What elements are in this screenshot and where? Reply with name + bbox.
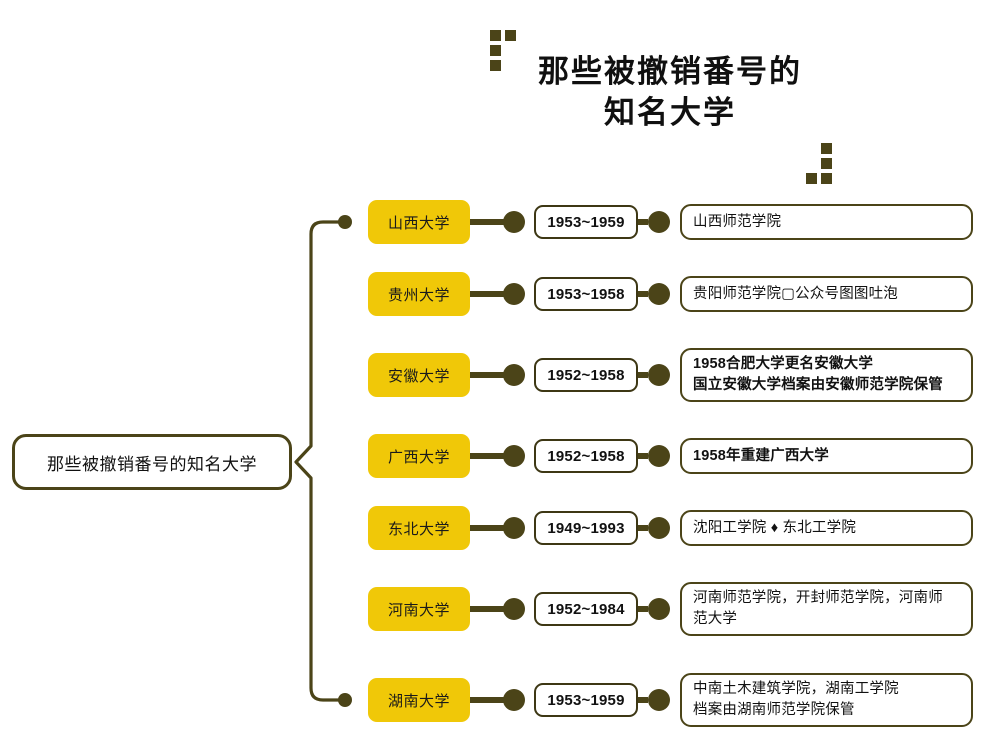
university-node-5[interactable]: 东北大学 [368,506,470,550]
connector-dot-period-3 [503,364,525,386]
university-node-label: 湖南大学 [388,690,450,711]
description-node-label: 中南土木建筑学院，湖南工学院 档案由湖南师范学院保管 [693,679,899,721]
period-node-1[interactable]: 1953~1959 [534,205,638,239]
description-node-4[interactable]: 1958年重建广西大学 [680,438,973,474]
pixel-square [490,30,501,41]
description-node-label: 山西师范学院 [693,212,781,233]
connector-dot-period-4 [503,445,525,467]
university-node-label: 安徽大学 [388,365,450,386]
connector-dot-desc-5 [648,517,670,539]
decorative-pixel-squares-top-left [490,30,520,72]
connector-dot-period-6 [503,598,525,620]
period-node-label: 1953~1959 [547,692,624,709]
period-node-label: 1953~1959 [547,214,624,231]
connector-dot-period-1 [503,211,525,233]
root-branch-bracket [296,222,345,700]
page-title-line-2: 知名大学 [500,93,840,134]
description-node-label: 1958年重建广西大学 [693,446,829,467]
period-node-6[interactable]: 1952~1984 [534,592,638,626]
branch-dot-bottom [338,693,352,707]
period-node-label: 1952~1958 [547,448,624,465]
decorative-pixel-squares-bottom-right [806,143,838,187]
connector-dot-desc-2 [648,283,670,305]
period-node-2[interactable]: 1953~1958 [534,277,638,311]
university-node-label: 贵州大学 [388,284,450,305]
description-node-3[interactable]: 1958合肥大学更名安徽大学 国立安徽大学档案由安徽师范学院保管 [680,348,973,402]
root-node[interactable]: 那些被撤销番号的知名大学 [12,434,292,490]
page-title-line-1: 那些被撤销番号的 [500,52,840,93]
connector-dot-desc-6 [648,598,670,620]
pixel-square [821,173,832,184]
pixel-square [490,60,501,71]
university-node-7[interactable]: 湖南大学 [368,678,470,722]
period-node-label: 1953~1958 [547,286,624,303]
connector-dot-period-7 [503,689,525,711]
description-node-1[interactable]: 山西师范学院 [680,204,973,240]
connector-dot-desc-3 [648,364,670,386]
connector-dot-period-5 [503,517,525,539]
connector-dot-desc-7 [648,689,670,711]
connector-dot-period-2 [503,283,525,305]
university-node-6[interactable]: 河南大学 [368,587,470,631]
description-node-label: 1958合肥大学更名安徽大学 国立安徽大学档案由安徽师范学院保管 [693,354,943,396]
root-node-label: 那些被撤销番号的知名大学 [47,450,257,475]
university-node-2[interactable]: 贵州大学 [368,272,470,316]
branch-dot-top [338,215,352,229]
period-node-7[interactable]: 1953~1959 [534,683,638,717]
connector-dot-desc-4 [648,445,670,467]
university-node-label: 山西大学 [388,212,450,233]
university-node-label: 河南大学 [388,599,450,620]
connector-dot-desc-1 [648,211,670,233]
pixel-square [505,30,516,41]
university-node-label: 东北大学 [388,518,450,539]
description-node-2[interactable]: 贵阳师范学院▢公众号图图吐泡 [680,276,973,312]
period-node-4[interactable]: 1952~1958 [534,439,638,473]
university-node-3[interactable]: 安徽大学 [368,353,470,397]
pixel-square [821,158,832,169]
university-node-1[interactable]: 山西大学 [368,200,470,244]
description-node-5[interactable]: 沈阳工学院 ♦ 东北工学院 [680,510,973,546]
period-node-label: 1952~1984 [547,601,624,618]
period-node-3[interactable]: 1952~1958 [534,358,638,392]
page-title: 那些被撤销番号的 知名大学 [500,52,840,134]
pixel-square [806,173,817,184]
description-node-label: 河南师范学院，开封师范学院，河南师 范大学 [693,588,943,630]
university-node-4[interactable]: 广西大学 [368,434,470,478]
description-node-label: 沈阳工学院 ♦ 东北工学院 [693,518,856,539]
pixel-square [821,143,832,154]
period-node-label: 1949~1993 [547,520,624,537]
description-node-6[interactable]: 河南师范学院，开封师范学院，河南师 范大学 [680,582,973,636]
description-node-label: 贵阳师范学院▢公众号图图吐泡 [693,284,898,305]
description-node-7[interactable]: 中南土木建筑学院，湖南工学院 档案由湖南师范学院保管 [680,673,973,727]
period-node-5[interactable]: 1949~1993 [534,511,638,545]
pixel-square [490,45,501,56]
university-node-label: 广西大学 [388,446,450,467]
period-node-label: 1952~1958 [547,367,624,384]
